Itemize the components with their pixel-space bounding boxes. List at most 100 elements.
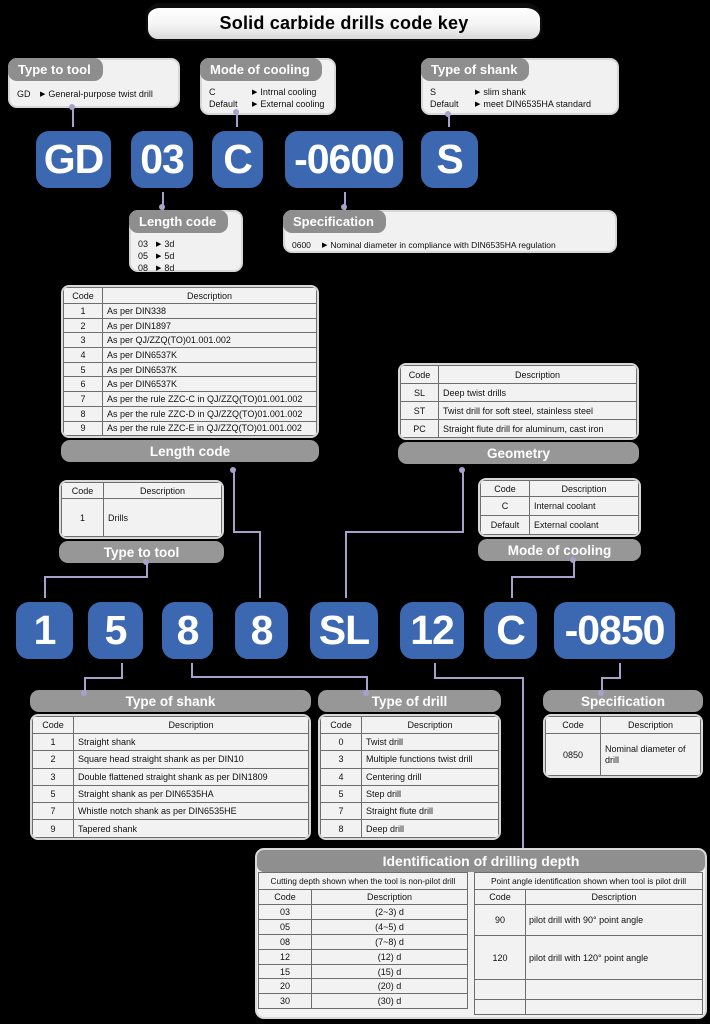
code-cell: 03 [258, 904, 312, 920]
code-cell: 120 [474, 935, 526, 980]
entry-code: 0600 [292, 240, 311, 250]
description-cell: Straight flute drill for aluminum, cast … [438, 419, 637, 438]
code-cell: 3 [32, 767, 74, 786]
code-cell: 7 [32, 802, 74, 821]
page-title: Solid carbide drills code key [219, 13, 469, 33]
description-cell: pilot drill with 120° point angle [525, 935, 703, 980]
code-cell: 15 [258, 963, 312, 980]
description-cell: As per the rule ZZC-C in QJ/ZZQ(TO)01.00… [102, 391, 317, 407]
subtable-title: Point angle identification shown when to… [474, 872, 703, 889]
code-text: GD [43, 136, 104, 182]
connector-dot [570, 557, 576, 563]
callout-title: Mode of cooling [200, 58, 322, 81]
callout-entry: S ▶ slim shank [430, 86, 614, 98]
code-block-12: 12 [398, 600, 466, 661]
code-cell: 90 [474, 904, 526, 936]
entry-code: 03 [138, 239, 149, 249]
description-cell: As per the rule ZZC-E in QJ/ZZQ(TO)01.00… [102, 420, 317, 437]
column-header: Description [361, 716, 499, 734]
column-header: Code [474, 889, 526, 905]
entry-desc: External cooling [260, 99, 325, 109]
callout-type-to-tool: Type to tool GD ▶ General-purpose twist … [8, 58, 180, 108]
code-cell: 6 [63, 376, 103, 393]
description-cell: Straight shank [73, 732, 309, 752]
connector-line [344, 192, 346, 210]
code-text: 12 [410, 607, 455, 653]
table-row: 03(2~3) d [258, 904, 468, 920]
code-text: 8 [176, 607, 200, 653]
code-cell: 0 [320, 732, 362, 752]
arrow-icon: ▶ [475, 88, 481, 96]
code-cell: 05 [258, 918, 312, 935]
connector-line [573, 560, 575, 578]
connector-line [434, 663, 436, 679]
code-block-c: C [210, 129, 265, 190]
description-cell: (12) d [311, 948, 468, 965]
description-cell: Multiple functions twist drill [361, 750, 499, 769]
code-cell: 8 [63, 405, 103, 422]
entry-desc: slim shank [483, 87, 526, 97]
code-cell: 5 [32, 784, 74, 804]
table-caption: Type of drill [318, 690, 501, 712]
table-caption: Type to tool [59, 541, 224, 563]
table-row: 08(7~8) d [258, 933, 468, 950]
code-block-c2: C [482, 600, 539, 661]
code-cell: 9 [63, 420, 103, 437]
callout-entry: GD ▶ General-purpose twist drill [17, 88, 175, 100]
code-cell: 8 [320, 819, 362, 838]
code-cell: 20 [258, 978, 312, 995]
code-cell: 2 [63, 317, 103, 334]
connector-line [448, 114, 450, 127]
code-cell: 30 [258, 993, 312, 1010]
connector-line [84, 677, 123, 679]
code-cell: 7 [63, 391, 103, 407]
connector-line [121, 663, 123, 679]
code-cell: 4 [63, 347, 103, 363]
code-block-5: 5 [86, 600, 145, 661]
callout-title: Length code [129, 210, 229, 233]
description-cell: (20) d [311, 978, 468, 995]
code-cell: 1 [63, 303, 103, 319]
code-text: SL [318, 607, 370, 653]
callout-title: Type of shank [421, 58, 530, 81]
arrow-icon: ▶ [475, 100, 481, 108]
table-row: 30(30) d [258, 993, 468, 1010]
description-cell: Nominal diameter of drill [600, 733, 701, 776]
code-block-gd: GD [34, 129, 113, 190]
table-caption: Type of shank [30, 690, 311, 712]
drilling-depth-left-table: Cutting depth shown when the tool is non… [258, 872, 468, 1015]
connector-line [236, 112, 238, 127]
description-cell: (15) d [311, 963, 468, 980]
description-cell: Step drill [361, 784, 499, 804]
connector-dot [445, 111, 451, 117]
code-text: C [496, 607, 526, 653]
entry-code: 08 [138, 263, 149, 273]
description-cell: As per DIN1897 [102, 317, 317, 334]
description-cell: As per QJ/ZZQ(TO)01.001.002 [102, 332, 317, 349]
callout-title: Type to tool [8, 58, 103, 81]
code-cell: 5 [320, 784, 362, 804]
column-header: Description [600, 716, 701, 734]
callout-entry: 08 ▶ 8d [138, 262, 238, 274]
column-header: Code [258, 889, 312, 905]
connector-dot [341, 204, 347, 210]
connector-line [522, 677, 524, 848]
